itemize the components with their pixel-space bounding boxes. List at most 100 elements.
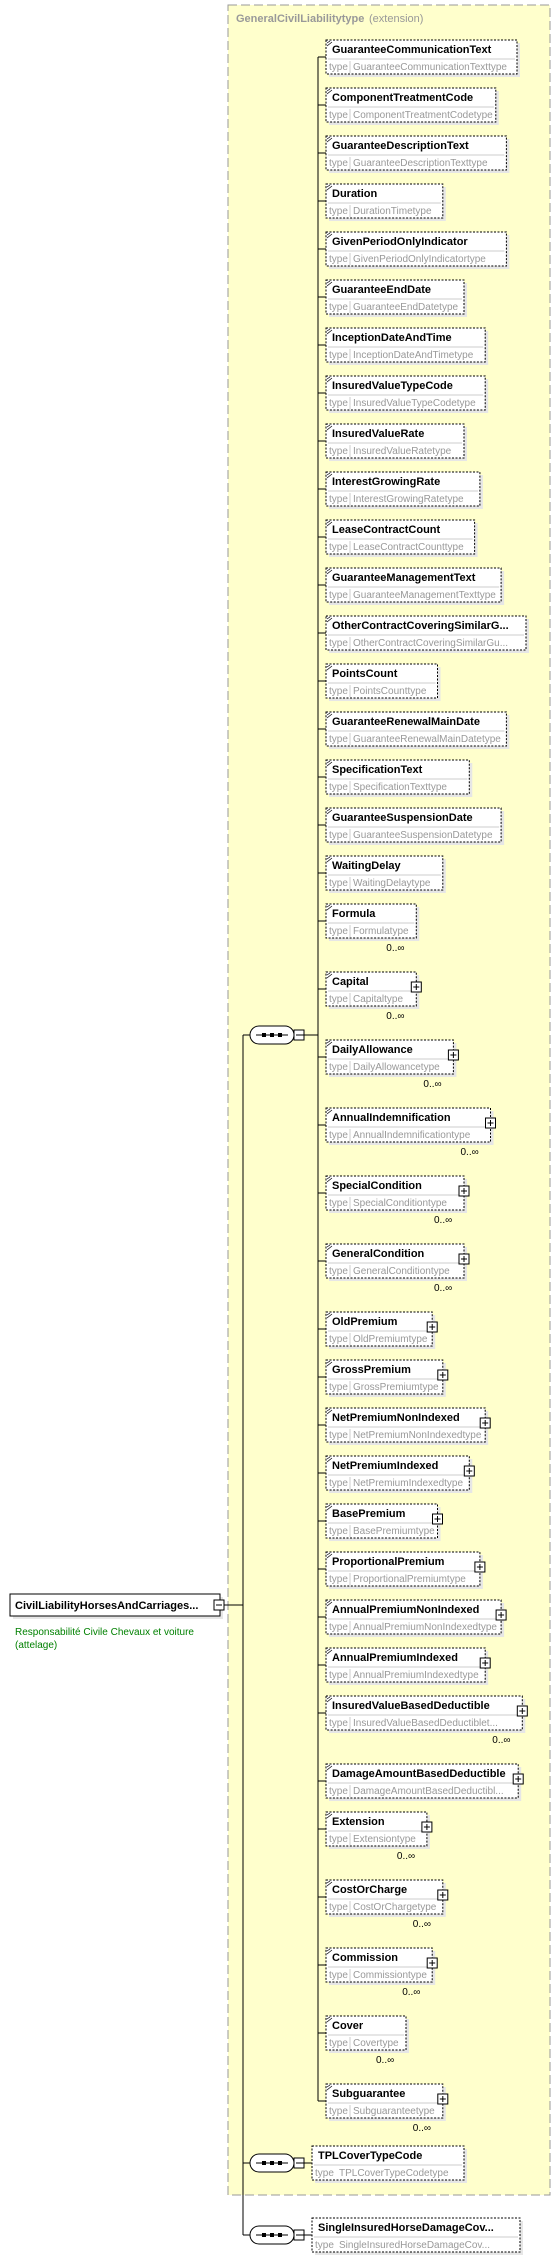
type-label: type (329, 638, 348, 649)
element-name: DailyAllowance (332, 1044, 413, 1056)
element-type: GrossPremiumtype (353, 1382, 439, 1393)
plus-icon (476, 1564, 483, 1570)
element-name: ProportionalPremium (332, 1556, 445, 1568)
element-name: GivenPeriodOnlyIndicator (332, 236, 468, 248)
plus-icon (461, 1256, 467, 1262)
element-name: OtherContractCoveringSimilarG... (332, 620, 509, 632)
element-name: OldPremium (332, 1316, 398, 1328)
element-corner-icon (326, 1360, 333, 1367)
documentation-text: Responsabilité Civile Chevaux et voiture (15, 1627, 194, 1638)
element-frame (325, 855, 444, 891)
type-label: type (329, 446, 348, 457)
element-name: LeaseContractCount (332, 524, 441, 536)
element-corner-icon (326, 712, 333, 719)
element-name: InterestGrowingRate (332, 476, 440, 488)
element-type: ProportionalPremiumtype (353, 1574, 466, 1585)
element-type: ComponentTreatmentCodetype (353, 110, 493, 121)
documentation-text: (attelage) (15, 1640, 57, 1651)
plus-icon (498, 1612, 505, 1618)
element-name: InsuredValueBasedDeductible (332, 1700, 490, 1712)
element-box[interactable]: LeaseContractCounttype LeaseContractCount… (325, 519, 478, 557)
element-box[interactable]: ProportionalPremiumtype ProportionalPremi… (325, 1551, 486, 1589)
element-type: NetPremiumIndexedtype (353, 1478, 463, 1489)
plus-icon (439, 1372, 446, 1378)
element-corner-icon (326, 136, 333, 143)
element-name: BasePremium (332, 1508, 406, 1520)
type-label: type (329, 158, 348, 169)
element-corner-icon (326, 1176, 333, 1183)
element-type: InsuredValueRatetype (353, 446, 452, 457)
element-frame (325, 971, 417, 1007)
element-name: WaitingDelay (332, 860, 402, 872)
element-type: BasePremiumtype (353, 1526, 435, 1537)
occurrence-label: 0..∞ (413, 1919, 431, 1930)
occurrence-label: 0..∞ (386, 943, 404, 954)
type-label: type (329, 734, 348, 745)
sequence-icon-dot (278, 2233, 282, 2237)
element-frame (325, 327, 486, 363)
element-name: Formula (332, 908, 376, 920)
sequence-compositor-single[interactable] (249, 2225, 305, 2245)
occurrence-label: 0..∞ (434, 1283, 452, 1294)
plus-icon (482, 1660, 489, 1666)
element-type: SingleInsuredHorseDamageCov... (339, 2240, 490, 2251)
type-label: type (329, 1062, 348, 1073)
element-type: LeaseContractCounttype (353, 542, 464, 553)
occurrence-label: 0..∞ (397, 1851, 415, 1862)
element-type: GuaranteeCommunicationTexttype (353, 62, 507, 73)
element-corner-icon (326, 376, 333, 383)
type-label: type (329, 1526, 348, 1537)
type-label: type (329, 686, 348, 697)
element-name: Cover (332, 2020, 364, 2032)
type-label: type (329, 1834, 348, 1845)
element-name: NetPremiumNonIndexed (332, 1412, 460, 1424)
root-element[interactable]: CivilLiabilityHorsesAndCarriages... (9, 1593, 225, 1619)
element-frame (325, 1599, 502, 1635)
element-frame (325, 807, 502, 843)
element-corner-icon (326, 232, 333, 239)
element-type: Capitaltype (353, 994, 403, 1005)
element-frame (325, 1359, 444, 1395)
plus-icon (519, 1708, 526, 1714)
element-type: Subguaranteetype (353, 2106, 435, 2117)
